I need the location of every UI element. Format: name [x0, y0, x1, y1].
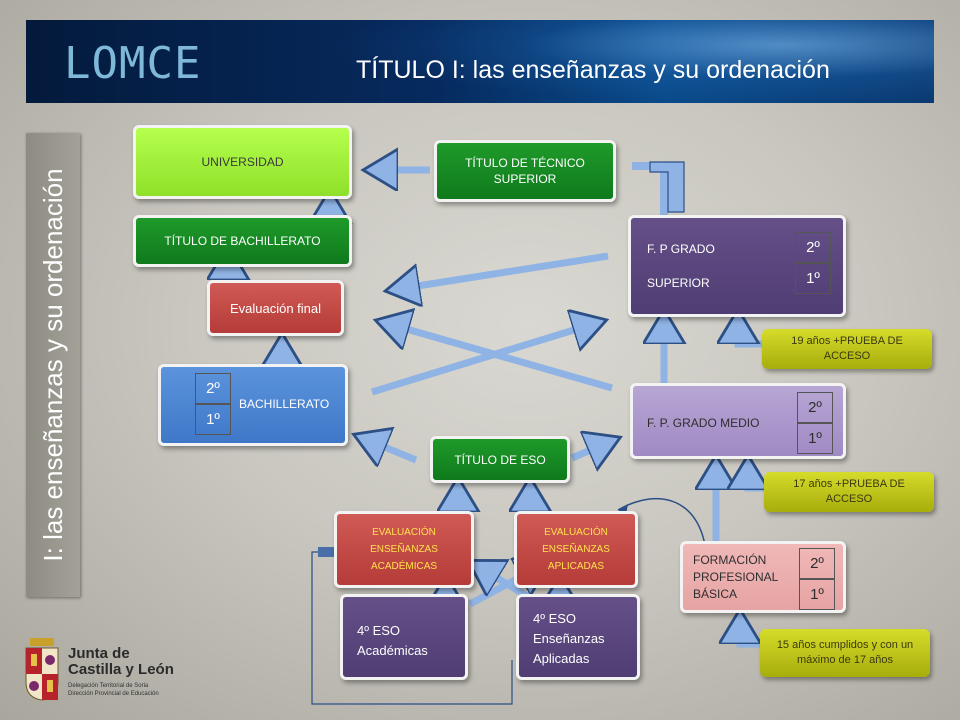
- header-banner: LOMCE TÍTULO I: las enseñanzas y su orde…: [26, 20, 934, 103]
- coat-of-arms-icon: [25, 638, 59, 701]
- note-medio-access: 17 años +PRUEBA DE ACCESO: [764, 472, 934, 512]
- logo-name-line1: Junta de: [68, 645, 130, 662]
- arrow-fpsup-to-left: [392, 252, 609, 290]
- fp-medio-label: F. P. GRADO MEDIO: [647, 416, 760, 430]
- note-superior-access: 19 años +PRUEBA DE ACCESO: [762, 329, 932, 369]
- arrow-fpsup-loop: [632, 162, 668, 216]
- fp-superior-box: F. P GRADO SUPERIOR 2º 1º: [628, 215, 846, 317]
- brand-title: LOMCE: [64, 38, 202, 89]
- titulo-bachillerato-label: TÍTULO DE BACHILLERATO: [164, 234, 321, 248]
- bachillerato-course-cells: 2º 1º: [195, 373, 231, 435]
- fp-superior-line1: F. P GRADO: [647, 242, 715, 256]
- titulo-eso-box: TÍTULO DE ESO: [430, 436, 570, 483]
- sidebar-label-panel: I: las enseñanzas y su ordenación: [26, 133, 80, 597]
- eval-academicas-label: EVALUACIÓN ENSEÑANZAS ACADÉMICAS: [370, 527, 438, 572]
- logo-name-line2: Castilla y León: [68, 661, 174, 678]
- fp-superior-line2: SUPERIOR: [647, 276, 710, 290]
- titulo-tecnico-box: TÍTULO DE TÉCNICO SUPERIOR: [434, 140, 616, 202]
- fpbasica-second-cell: 2º: [799, 548, 835, 579]
- junta-logo: Junta de Castilla y León Delegación Terr…: [22, 628, 202, 720]
- bach-second-cell: 2º: [195, 373, 231, 404]
- eso-academicas-label: 4º ESO Académicas: [357, 623, 428, 658]
- arrow-hook-tecnico: [649, 161, 685, 213]
- arrow-curve-basica-eval: [617, 497, 707, 553]
- fpbasica-first-cell: 1º: [799, 579, 835, 610]
- arrow-note-basica: [740, 616, 762, 648]
- fp-medio-box: F. P. GRADO MEDIO 2º 1º: [630, 383, 846, 459]
- eso-aplicadas-label: 4º ESO Enseñanzas Aplicadas: [533, 611, 605, 666]
- bachillerato-label: BACHILLERATO: [239, 397, 330, 411]
- titulo-bachillerato-box: TÍTULO DE BACHILLERATO: [133, 215, 352, 267]
- fp-basica-course-cells: 2º 1º: [799, 548, 835, 610]
- universidad-label: UNIVERSIDAD: [201, 155, 284, 169]
- fp-medio-course-cells: 2º 1º: [797, 392, 833, 454]
- header-glow: [326, 20, 934, 103]
- logo-name: Junta de Castilla y León: [68, 646, 174, 678]
- eval-aplicadas-label: EVALUACIÓN ENSEÑANZAS APLICADAS: [542, 527, 610, 572]
- universidad-box: UNIVERSIDAD: [133, 125, 352, 199]
- evaluacion-final-box: Evaluación final: [207, 280, 344, 336]
- fpsup-first-cell: 1º: [795, 263, 831, 294]
- evaluacion-final-label: Evaluación final: [229, 300, 322, 316]
- slide-title: TÍTULO I: las enseñanzas y su ordenación: [356, 56, 830, 84]
- arrow-cross-up: [370, 322, 600, 396]
- logo-sub-line2: Dirección Provincial de Educación: [68, 691, 159, 697]
- titulo-tecnico-label: TÍTULO DE TÉCNICO SUPERIOR: [465, 156, 585, 186]
- note-basica-access: 15 años cumplidos y con un máximo de 17 …: [760, 629, 930, 677]
- eval-academicas-box: EVALUACIÓN ENSEÑANZAS ACADÉMICAS: [334, 511, 474, 588]
- arrow-note-medio: [748, 462, 764, 492]
- eval-aplicadas-box: EVALUACIÓN ENSEÑANZAS APLICADAS: [514, 511, 638, 588]
- fpmedio-first-cell: 1º: [797, 423, 833, 454]
- arrow-note-sup: [738, 316, 764, 348]
- arrow-eso-to-bach: [360, 437, 418, 460]
- eso-aplicadas-box: 4º ESO Enseñanzas Aplicadas: [516, 594, 640, 680]
- fp-superior-course-cells: 2º 1º: [795, 232, 831, 294]
- arrow-eso-to-fpmedio: [570, 440, 614, 458]
- logo-subtitle: Delegación Territorial de Soria Direcció…: [68, 682, 198, 698]
- bachillerato-box: 2º 1º BACHILLERATO: [158, 364, 348, 446]
- bach-first-cell: 1º: [195, 404, 231, 435]
- titulo-eso-label: TÍTULO DE ESO: [454, 452, 546, 467]
- fpsup-second-cell: 2º: [795, 232, 831, 263]
- fp-basica-label: FORMACIÓN PROFESIONAL BÁSICA: [693, 553, 778, 601]
- eso-academicas-box: 4º ESO Académicas: [340, 594, 468, 680]
- fpmedio-second-cell: 2º: [797, 392, 833, 423]
- logo-sub-line1: Delegación Territorial de Soria: [68, 683, 149, 689]
- fp-basica-box: FORMACIÓN PROFESIONAL BÁSICA 2º 1º: [680, 541, 846, 613]
